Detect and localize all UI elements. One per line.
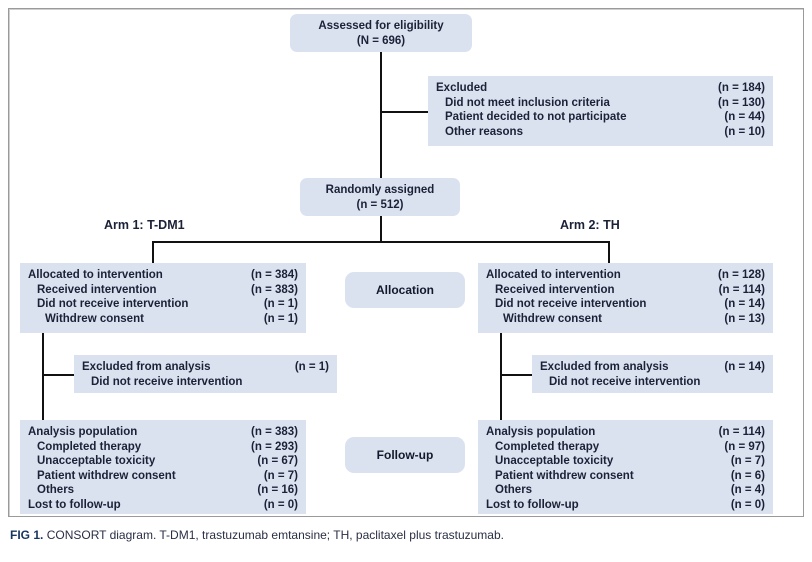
randomized-title: Randomly assigned bbox=[325, 184, 435, 196]
arm1-excluded-from-analysis-box: Excluded from analysis (n = 1) Did not r… bbox=[74, 355, 337, 393]
excluded-row: Other reasons (n = 10) bbox=[445, 125, 765, 138]
connector-arm2-exclusion-branch bbox=[500, 374, 532, 376]
excluded-box: Excluded (n = 184) Did not meet inclusio… bbox=[428, 76, 773, 146]
exclusion-row: Excluded from analysis (n = 14) bbox=[540, 361, 765, 373]
randomized-count: (n = 512) bbox=[356, 198, 404, 211]
followup-row: Analysis population (n = 114) bbox=[486, 426, 765, 438]
connector-arm1-drop bbox=[152, 241, 154, 263]
followup-row: Unacceptable toxicity (n = 7) bbox=[495, 455, 765, 468]
followup-row: Others (n = 16) bbox=[37, 484, 298, 497]
connector-excluded-branch bbox=[380, 111, 428, 113]
followup-row: Completed therapy (n = 293) bbox=[37, 440, 298, 453]
randomized-box: Randomly assigned (n = 512) bbox=[300, 178, 460, 216]
connector-arm-split bbox=[152, 241, 610, 243]
exclusion-row: Did not receive intervention bbox=[549, 375, 701, 388]
stage-label-followup: Follow-up bbox=[345, 437, 465, 473]
arm2-followup-box: Analysis population (n = 114) Completed … bbox=[478, 420, 773, 514]
diagram-canvas: Assessed for eligibility (N = 696) Exclu… bbox=[20, 14, 773, 514]
allocation-row: Did not receive intervention (n = 14) bbox=[495, 298, 765, 311]
allocation-row: Did not receive intervention (n = 1) bbox=[37, 298, 298, 311]
followup-row: Patient withdrew consent (n = 6) bbox=[495, 469, 765, 482]
arm2-excluded-from-analysis-box: Excluded from analysis (n = 14) Did not … bbox=[532, 355, 773, 393]
connector-randomized-stem bbox=[380, 216, 382, 241]
allocation-row: Allocated to intervention (n = 128) bbox=[486, 269, 765, 281]
arm1-followup-box: Analysis population (n = 383) Completed … bbox=[20, 420, 306, 514]
excluded-row: Excluded (n = 184) bbox=[436, 82, 765, 94]
followup-row: Completed therapy (n = 97) bbox=[495, 440, 765, 453]
figure-caption-text: CONSORT diagram. T-DM1, trastuzumab emta… bbox=[46, 528, 504, 542]
connector-arm1-exclusion-branch bbox=[42, 374, 74, 376]
allocation-row: Withdrew consent (n = 1) bbox=[45, 312, 298, 325]
followup-row: Lost to follow-up (n = 0) bbox=[28, 498, 298, 511]
allocation-row: Received intervention (n = 114) bbox=[495, 283, 765, 296]
stage-label-allocation: Allocation bbox=[345, 272, 465, 308]
arm1-label: Arm 1: T-DM1 bbox=[104, 218, 185, 232]
enrollment-box: Assessed for eligibility (N = 696) bbox=[290, 14, 472, 52]
excluded-row: Did not meet inclusion criteria (n = 130… bbox=[445, 96, 765, 109]
allocation-row: Allocated to intervention (n = 384) bbox=[28, 269, 298, 281]
arm2-allocation-box: Allocated to intervention (n = 128) Rece… bbox=[478, 263, 773, 333]
figure-caption: FIG 1. CONSORT diagram. T-DM1, trastuzum… bbox=[10, 528, 800, 542]
connector-arm2-spine bbox=[500, 333, 502, 420]
followup-row: Analysis population (n = 383) bbox=[28, 426, 298, 438]
exclusion-row: Excluded from analysis (n = 1) bbox=[82, 361, 329, 373]
arm2-label: Arm 2: TH bbox=[560, 218, 620, 232]
allocation-row: Withdrew consent (n = 13) bbox=[503, 312, 765, 325]
followup-row: Others (n = 4) bbox=[495, 484, 765, 497]
followup-row: Unacceptable toxicity (n = 67) bbox=[37, 455, 298, 468]
followup-row: Patient withdrew consent (n = 7) bbox=[37, 469, 298, 482]
figure-number: FIG 1. bbox=[10, 528, 44, 542]
followup-row: Lost to follow-up (n = 0) bbox=[486, 498, 765, 511]
arm1-allocation-box: Allocated to intervention (n = 384) Rece… bbox=[20, 263, 306, 333]
connector-enrollment-trunk bbox=[380, 52, 382, 178]
connector-arm1-spine bbox=[42, 333, 44, 420]
allocation-row: Received intervention (n = 383) bbox=[37, 283, 298, 296]
enrollment-count: (N = 696) bbox=[356, 34, 406, 47]
enrollment-title: Assessed for eligibility bbox=[318, 20, 444, 32]
connector-arm2-drop bbox=[608, 241, 610, 263]
excluded-row: Patient decided to not participate (n = … bbox=[445, 111, 765, 124]
exclusion-row: Did not receive intervention bbox=[91, 375, 243, 388]
